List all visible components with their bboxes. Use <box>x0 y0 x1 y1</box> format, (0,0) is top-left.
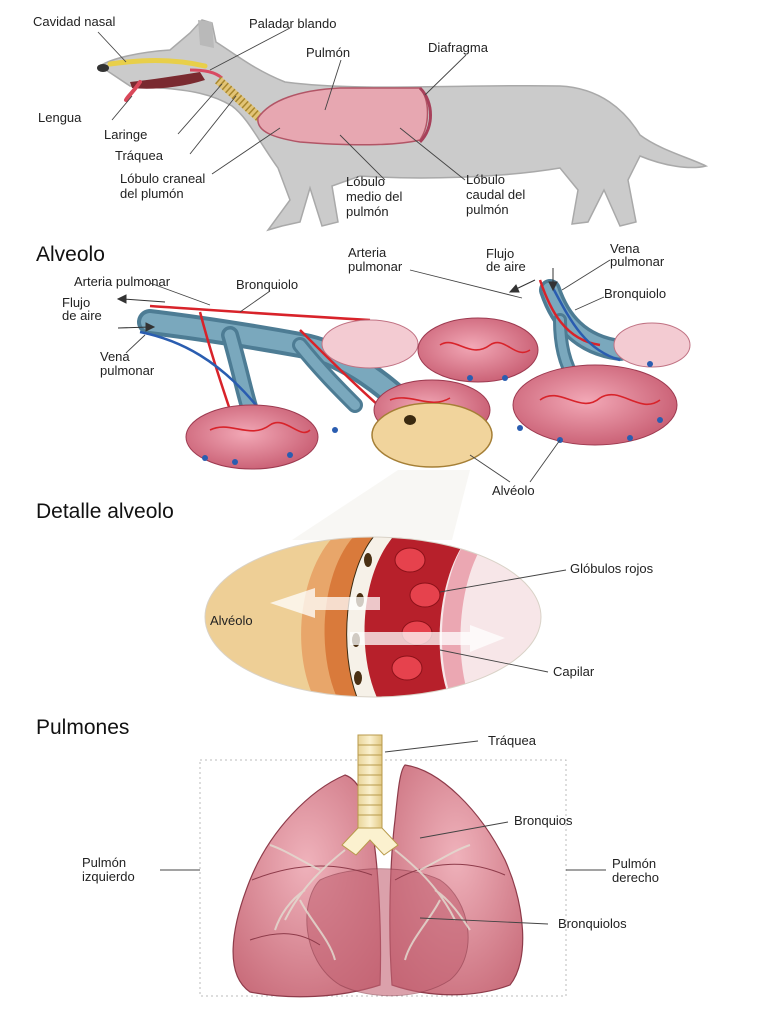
label-arteria-pulmonar-left: Arteria pulmonar <box>74 274 171 289</box>
label-bronquiolo-left: Bronquiolo <box>236 277 298 292</box>
heart-shape <box>306 868 469 997</box>
airflow-arrows <box>116 268 558 332</box>
dog-ear <box>198 20 214 48</box>
label-alveolo: Alvéolo <box>492 483 535 498</box>
label-laringe: Laringe <box>104 127 147 142</box>
label-arteria-pulmonar-right-2: pulmonar <box>348 259 403 274</box>
label-globulos-rojos: Glóbulos rojos <box>570 561 654 576</box>
dog-nose <box>97 64 109 72</box>
trachea-dog-rings <box>215 76 265 124</box>
vessels <box>139 279 621 421</box>
bronchi-tree <box>269 844 471 961</box>
trachea <box>341 734 399 856</box>
alveolo-leader-lines <box>125 259 611 483</box>
diffusion-arrow-left <box>270 588 380 618</box>
label-vena-pulmonar-right-1: Vena <box>610 241 640 256</box>
alveolo-labels: Arteria pulmonar Bronquiolo Flujo de air… <box>62 241 666 498</box>
label-bronquiolos: Bronquiolos <box>558 916 627 931</box>
lungs-illustration <box>160 734 606 998</box>
label-flujo-aire-left-1: Flujo <box>62 295 90 310</box>
label-vena-pulmonar-right-2: pulmonar <box>610 254 665 269</box>
section-title-alveolo: Alveolo <box>36 243 105 266</box>
label-lobulo-medio-1: Lóbulo <box>346 174 385 189</box>
label-cavidad-nasal: Cavidad nasal <box>33 14 115 29</box>
soft-palate <box>189 68 223 80</box>
detalle-leader-lines <box>439 569 567 673</box>
label-lobulo-caudal-2: caudal del <box>466 187 525 202</box>
label-flujo-aire-right-2: de aire <box>486 259 526 274</box>
zoom-connector <box>292 470 470 540</box>
diffusion-arrow-right <box>350 625 505 652</box>
lung-fissures <box>249 863 506 946</box>
label-lobulo-craneal-2: del plumón <box>120 186 184 201</box>
lungs-labels: Tráquea Bronquios Pulmón izquierdo Pulmó… <box>82 733 659 931</box>
label-arteria-pulmonar-right-1: Arteria <box>348 245 387 260</box>
label-bronquiolo-right: Bronquiolo <box>604 286 666 301</box>
alveolar-sacs <box>185 317 691 470</box>
label-bronquios: Bronquios <box>514 813 573 828</box>
label-flujo-aire-left-2: de aire <box>62 308 102 323</box>
label-traquea-pulmones: Tráquea <box>488 733 537 748</box>
lungs-leader-lines <box>160 740 606 925</box>
label-pulmon: Pulmón <box>306 45 350 60</box>
label-pulmon-derecho-1: Pulmón <box>612 856 656 871</box>
alveolus-highlight <box>371 402 493 468</box>
label-traquea: Tráquea <box>115 148 164 163</box>
detalle-labels: Glóbulos rojos Alvéolo Capilar <box>210 561 654 679</box>
nasal-cavity <box>107 58 208 69</box>
section-title-pulmones: Pulmones <box>36 716 129 739</box>
dog-leader-lines <box>97 27 467 181</box>
dog-labels: Cavidad nasal Paladar blando Pulmón Diaf… <box>33 14 525 219</box>
bronchiole-tree <box>137 279 631 423</box>
label-alveolo-detalle: Alvéolo <box>210 613 253 628</box>
label-lengua: Lengua <box>38 110 82 125</box>
label-vena-pulmonar-left-2: pulmonar <box>100 363 155 378</box>
label-flujo-aire-right-1: Flujo <box>486 246 514 261</box>
detalle-illustration <box>204 470 567 698</box>
dog-mouth <box>130 72 205 89</box>
label-lobulo-medio-3: pulmón <box>346 204 389 219</box>
label-lobulo-caudal-1: Lóbulo <box>466 172 505 187</box>
alveolo-illustration <box>116 259 691 483</box>
label-pulmon-izquierdo-1: Pulmón <box>82 855 126 870</box>
label-lobulo-medio-2: medio del <box>346 189 402 204</box>
label-vena-pulmonar-left-1: Vena <box>100 349 130 364</box>
tongue <box>124 80 142 102</box>
label-paladar-blando: Paladar blando <box>249 16 336 31</box>
label-lobulo-caudal-3: pulmón <box>466 202 509 217</box>
label-pulmon-izquierdo-2: izquierdo <box>82 869 135 884</box>
dog-illustration <box>97 19 709 232</box>
label-capilar: Capilar <box>553 664 595 679</box>
label-diafragma: Diafragma <box>428 40 489 55</box>
diaphragm <box>418 86 432 144</box>
label-pulmon-derecho-2: derecho <box>612 870 659 885</box>
section-title-detalle-alveolo: Detalle alveolo <box>36 500 174 523</box>
label-lobulo-craneal-1: Lóbulo craneal <box>120 171 205 186</box>
